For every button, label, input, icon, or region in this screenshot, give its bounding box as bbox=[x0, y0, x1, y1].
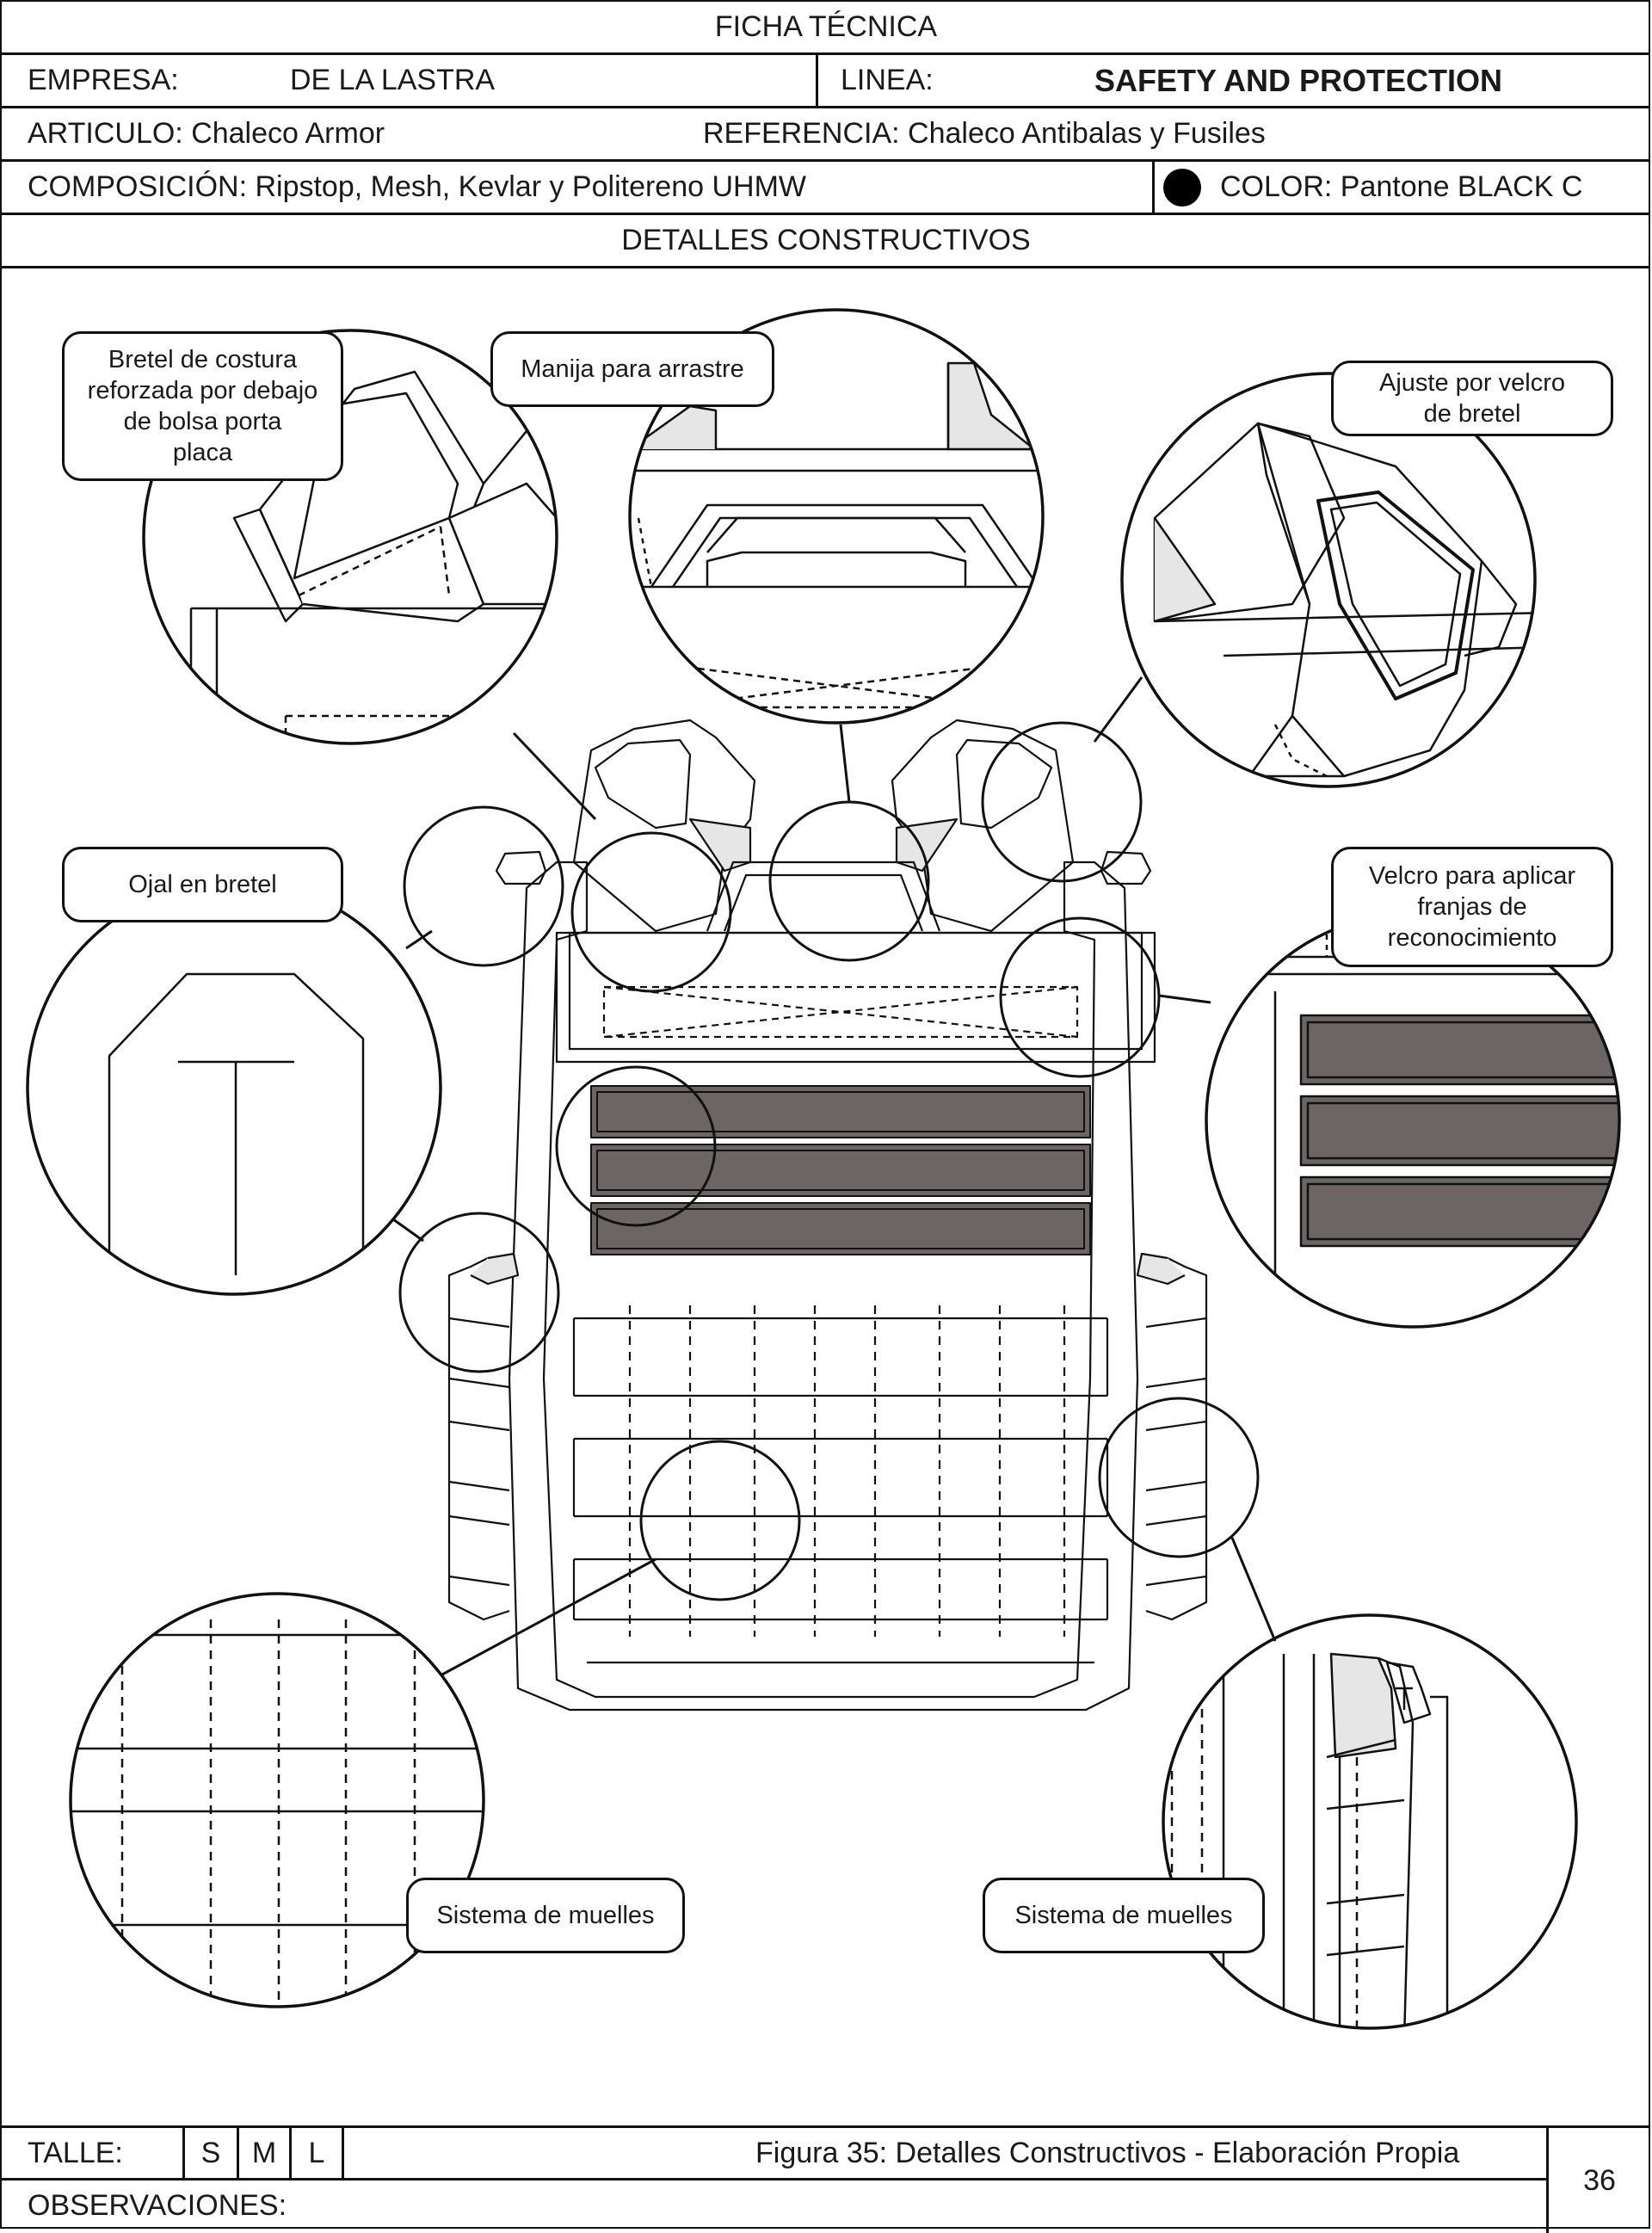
linea-label: LINEA: bbox=[841, 64, 934, 96]
empresa-value: DE LA LASTRA bbox=[290, 64, 496, 96]
callout-ojal: Ojal en bretel bbox=[62, 847, 343, 922]
callout-muelles-left-text: Sistema de muelles bbox=[436, 1902, 655, 1929]
callout-muelles-left: Sistema de muelles bbox=[406, 1878, 685, 1953]
section-title-row: DETALLES CONSTRUCTIVOS bbox=[2, 215, 1650, 268]
observaciones-label: OBSERVACIONES: bbox=[28, 2188, 287, 2222]
sheet-title: FICHA TÉCNICA bbox=[714, 10, 938, 43]
color-cell: COLOR: Pantone BLACK C bbox=[1163, 162, 1582, 213]
leader-lines bbox=[392, 676, 1277, 1677]
detail-circle-muelles-left bbox=[69, 1592, 485, 2008]
header-composicion-row: COMPOSICIÓN: Ripstop, Mesh, Kevlar y Pol… bbox=[2, 162, 1650, 215]
linea-value: SAFETY AND PROTECTION bbox=[1094, 62, 1503, 98]
divider bbox=[1152, 162, 1155, 213]
detail-circle-ojal bbox=[26, 879, 442, 1296]
callout-bretel-line-2: reforzada por debajo bbox=[87, 377, 318, 404]
header-empresa-row: EMPRESA: DE LA LASTRA LINEA: SAFETY AND … bbox=[2, 55, 1650, 108]
callout-ajuste-line-1: Ajuste por velcro bbox=[1379, 369, 1565, 397]
detail-patches bbox=[1299, 1014, 1619, 1248]
vest-illustration bbox=[447, 719, 1208, 1712]
callout-velcro: Velcro para aplicar franjas de reconocim… bbox=[1331, 847, 1613, 967]
detail-circle-muelles-right bbox=[1162, 1613, 1578, 2030]
size-m[interactable]: M bbox=[251, 2136, 277, 2169]
callout-velcro-line-3: reconocimiento bbox=[1387, 924, 1557, 952]
header-articulo-row: ARTICULO: Chaleco Armor REFERENCIA: Chal… bbox=[2, 108, 1650, 162]
detail-circle-ajuste bbox=[1120, 372, 1537, 788]
callout-manija: Manija para arrastre bbox=[490, 331, 774, 407]
callout-ajuste: Ajuste por velcro de bretel bbox=[1331, 361, 1613, 436]
color-text: COLOR: Pantone BLACK C bbox=[1220, 170, 1583, 203]
talle-label: TALLE: bbox=[28, 2136, 123, 2169]
referencia-text: REFERENCIA: Chaleco Antibalas y Fusiles bbox=[703, 117, 1266, 150]
footer-divider bbox=[237, 2128, 239, 2178]
footer-divider bbox=[182, 2128, 185, 2178]
detail-muelles-left bbox=[71, 1619, 484, 2007]
section-title: DETALLES CONSTRUCTIVOS bbox=[621, 224, 1031, 256]
page-number: 36 bbox=[1583, 2163, 1616, 2197]
articulo-text: ARTICULO: Chaleco Armor bbox=[28, 117, 385, 150]
detail-ojal bbox=[108, 972, 365, 1275]
callout-manija-text: Manija para arrastre bbox=[521, 355, 744, 383]
callout-velcro-line-2: franjas de bbox=[1417, 893, 1527, 921]
footer-divider bbox=[342, 2128, 344, 2178]
detail-ajuste bbox=[1153, 422, 1535, 778]
callout-ajuste-line-2: de bretel bbox=[1423, 400, 1521, 428]
footer-divider bbox=[289, 2128, 292, 2178]
footer: TALLE: S M L Figura 35: Detalles Constru… bbox=[2, 2125, 1650, 2233]
detail-muelles-right bbox=[1170, 1637, 1449, 2028]
recognition-patches bbox=[590, 1085, 1091, 1255]
color-swatch bbox=[1163, 168, 1201, 207]
callout-muelles-right: Sistema de muelles bbox=[983, 1878, 1265, 1953]
footer-divider bbox=[2, 2178, 1546, 2181]
header-title-row: FICHA TÉCNICA bbox=[2, 2, 1650, 55]
empresa-label: EMPRESA: bbox=[28, 64, 179, 96]
callout-bretel-line-1: Bretel de costura bbox=[108, 346, 298, 373]
composicion-text: COMPOSICIÓN: Ripstop, Mesh, Kevlar y Pol… bbox=[28, 170, 807, 203]
callout-muelles-right-text: Sistema de muelles bbox=[1014, 1902, 1233, 1929]
detail-circle-bretel bbox=[142, 329, 558, 745]
detail-velcro bbox=[1265, 914, 1619, 1292]
detail-circle-manija bbox=[628, 308, 1045, 725]
size-l[interactable]: L bbox=[308, 2136, 325, 2169]
footer-divider bbox=[1546, 2128, 1549, 2233]
size-s[interactable]: S bbox=[200, 2136, 221, 2169]
callout-velcro-line-1: Velcro para aplicar bbox=[1368, 862, 1576, 890]
callout-bretel-line-3: de bolsa porta bbox=[123, 408, 282, 435]
callout-bretel-line-4: placa bbox=[172, 439, 233, 466]
callout-bretel: Bretel de costura reforzada por debajo d… bbox=[62, 331, 343, 481]
figure-caption: Figura 35: Detalles Constructivos - Elab… bbox=[755, 2136, 1460, 2169]
callout-ojal-text: Ojal en bretel bbox=[128, 871, 277, 898]
divider bbox=[816, 55, 818, 106]
